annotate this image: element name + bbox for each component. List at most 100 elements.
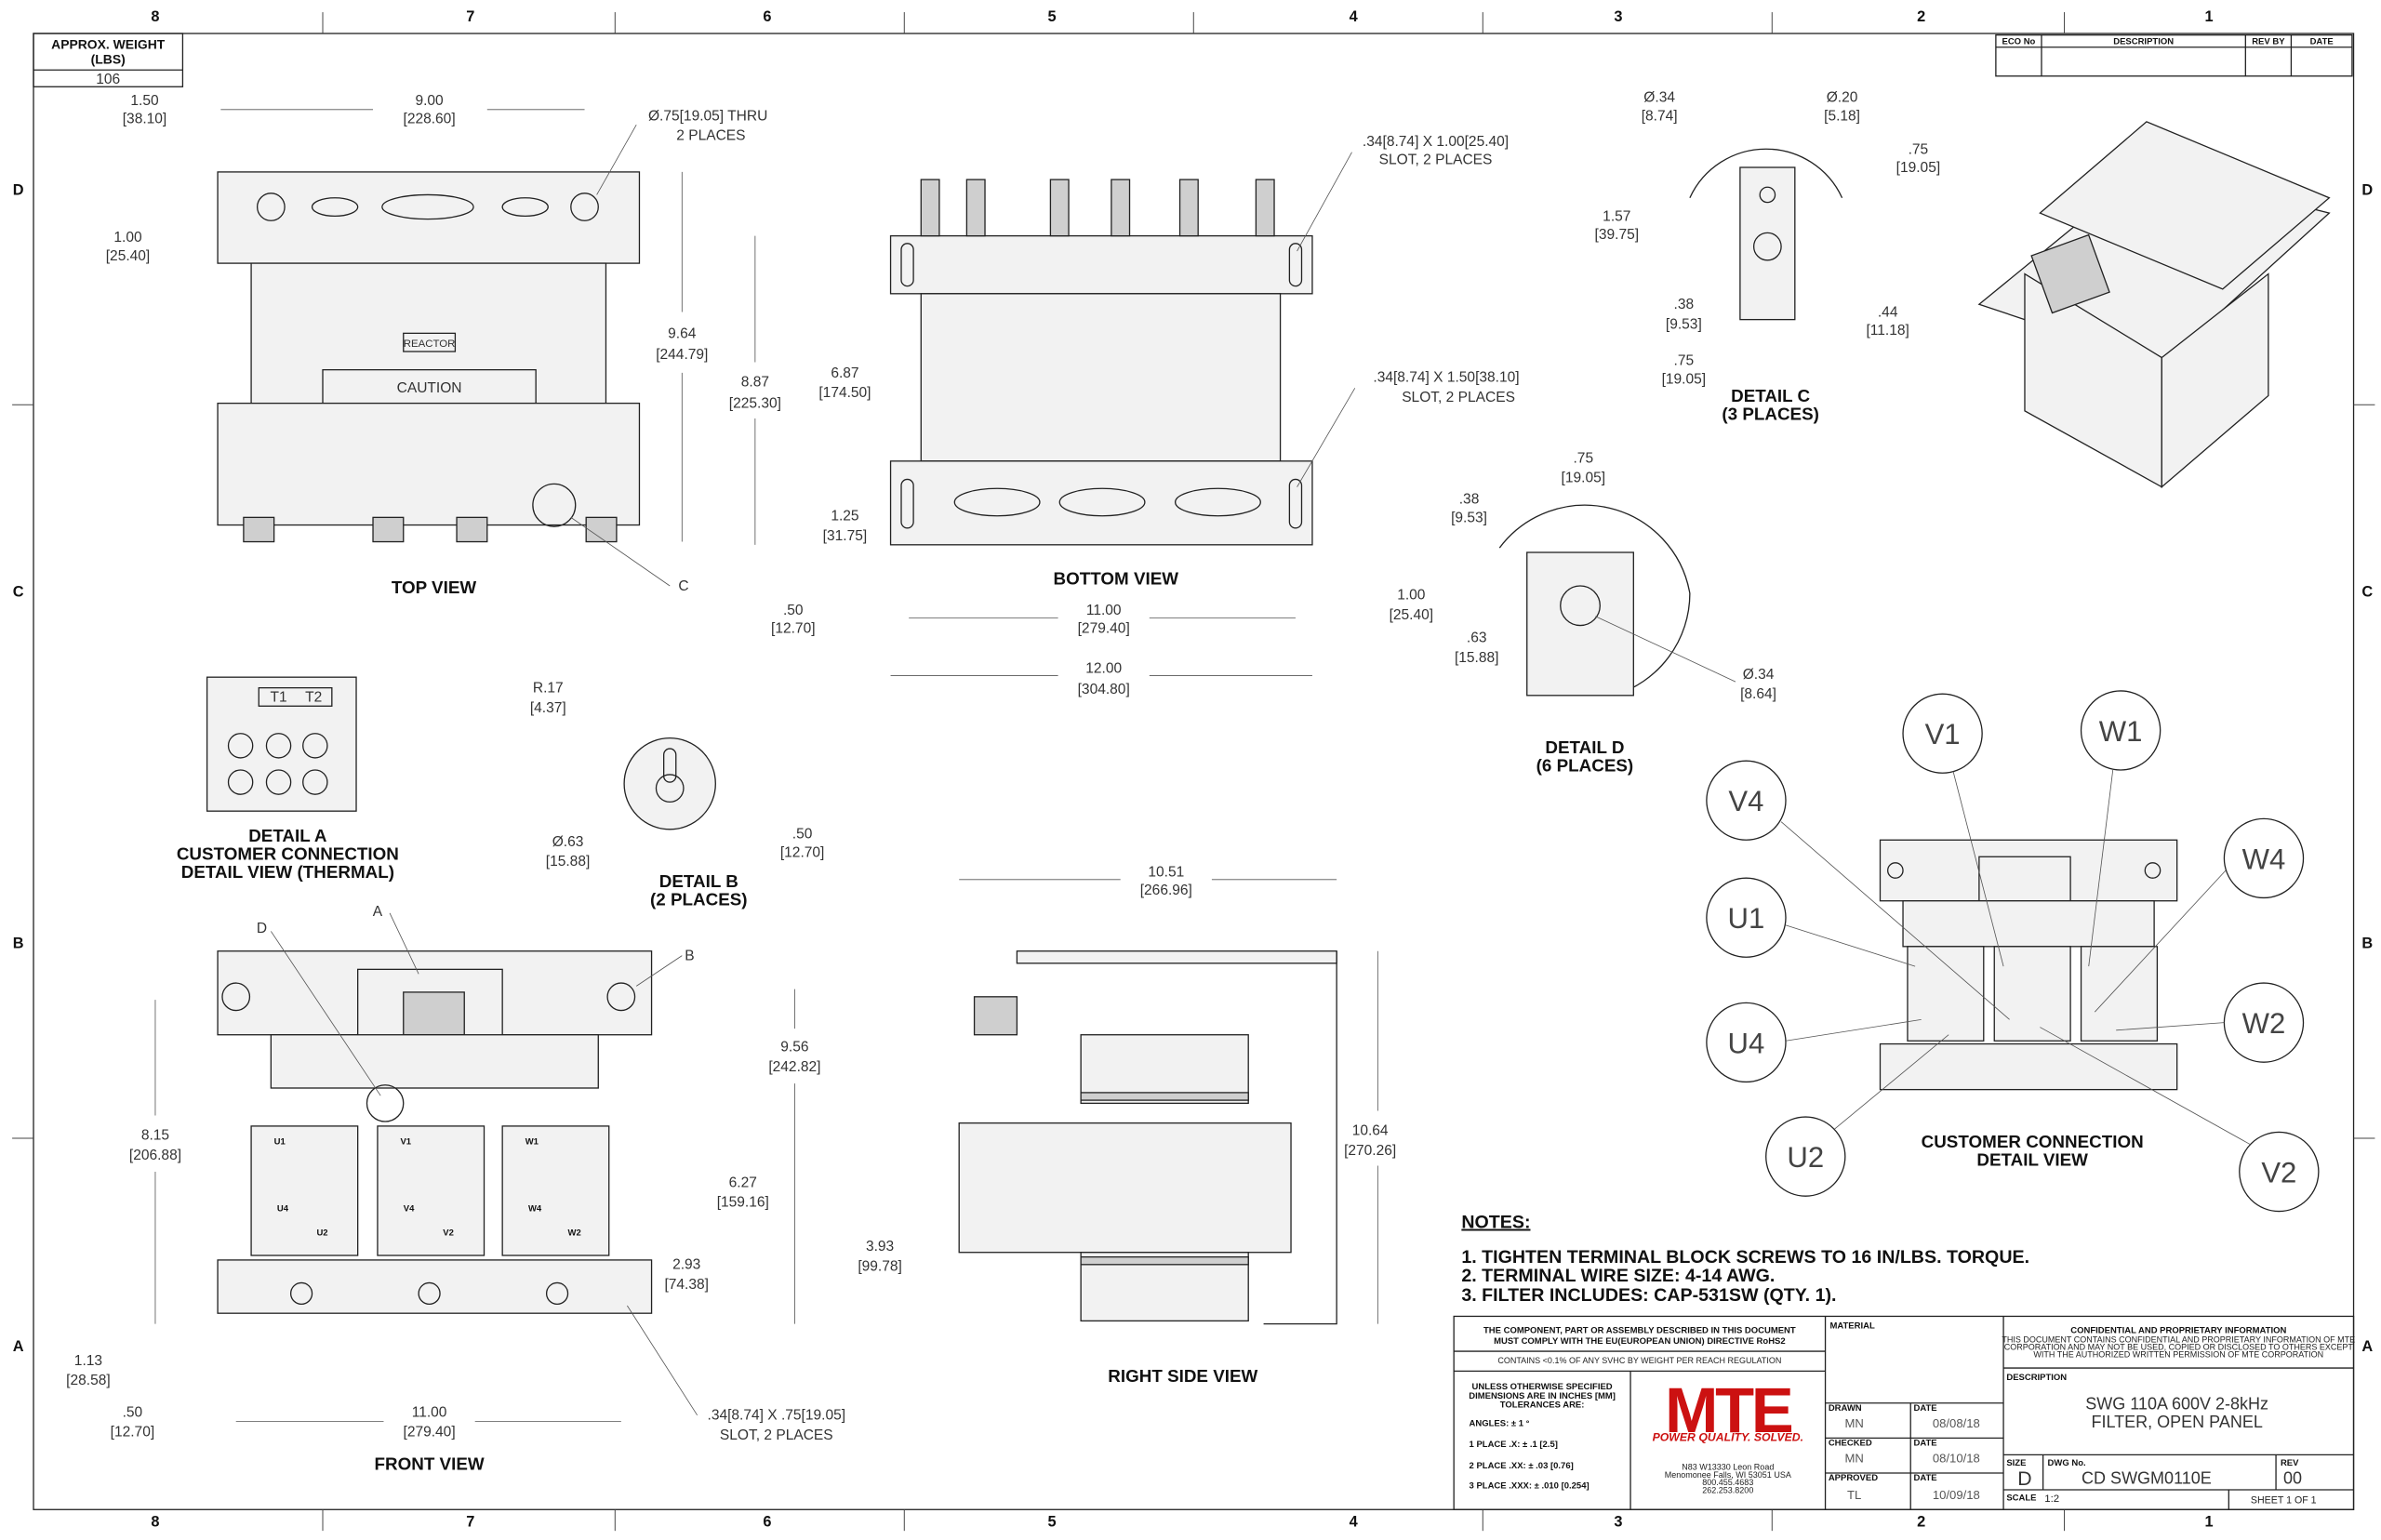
revision_table-headers-3: DATE bbox=[2310, 36, 2334, 46]
title_block-tol1: UNLESS OTHERWISE SPECIFIED bbox=[1472, 1382, 1613, 1392]
dims-d7-1: [31.75] bbox=[823, 528, 868, 544]
title_block-tol3: TOLERANCES ARE: bbox=[1500, 1401, 1585, 1411]
drawing-line bbox=[372, 516, 405, 543]
drawing-line bbox=[1887, 862, 1904, 879]
zones-cols-7: 1 bbox=[2204, 8, 2213, 25]
views-front-terminals-0: U1 bbox=[274, 1137, 286, 1148]
drawing-line bbox=[545, 1281, 569, 1306]
dims-f6-1: [12.70] bbox=[111, 1425, 155, 1440]
title_block-rev: 00 bbox=[2283, 1468, 2302, 1487]
views-top-callout_c: C bbox=[678, 578, 688, 594]
dims-s1-1: [266.96] bbox=[1140, 883, 1192, 898]
drawing-line bbox=[1297, 388, 1356, 487]
title_block-place1: 1 PLACE .X: ± .1 [2.5] bbox=[1470, 1440, 1558, 1450]
right-side-view: 10.51[266.96] 10.64[270.26] 3.93[99.78] … bbox=[858, 865, 1396, 1386]
views-detail_a-t1: T1 bbox=[270, 689, 286, 705]
title_block-scale: 1:2 bbox=[2044, 1494, 2059, 1505]
zones-cols-5: 3 bbox=[1614, 8, 1622, 25]
drawing-line bbox=[2080, 690, 2162, 771]
views-top-reactor: REACTOR bbox=[404, 339, 456, 350]
title_block-material_label: MATERIAL bbox=[1829, 1321, 1875, 1332]
zones-rows-1: C bbox=[2361, 583, 2373, 600]
customer-connection-view: V1 W1 V4 W4 U1 W2 U4 U2 V2 CUSTOMER CONN… bbox=[1706, 690, 2320, 1213]
dims-d3-1: [25.40] bbox=[106, 248, 151, 264]
views-bottom-slot2a: .34[8.74] X 1.50[38.10] bbox=[1373, 370, 1519, 386]
drawing-line bbox=[570, 517, 671, 587]
dims-e4-1: [15.88] bbox=[1455, 650, 1499, 666]
views-customer-bubbles-2: V4 bbox=[1728, 785, 1763, 817]
dims-f7-0: 11.00 bbox=[412, 1404, 447, 1420]
drawing-line bbox=[1560, 585, 1601, 627]
views-top-caution: CAUTION bbox=[397, 380, 462, 396]
drawing-line bbox=[1453, 1315, 2355, 1510]
drawing-line bbox=[1780, 768, 2251, 1145]
dims-d7-0: 1.25 bbox=[831, 509, 858, 524]
views-customer-title2: DETAIL VIEW bbox=[1976, 1149, 2088, 1169]
dims-c2-1: [5.18] bbox=[1824, 108, 1860, 124]
views-detail_c-sub: (3 PLACES) bbox=[1722, 405, 1819, 424]
holes-top_thru1: Ø.75[19.05] THRU bbox=[648, 108, 767, 124]
drawing-line bbox=[250, 1125, 359, 1256]
weight-value: 106 bbox=[96, 72, 120, 87]
drawing-line bbox=[2040, 1027, 2251, 1145]
zones-rows-3: A bbox=[13, 1338, 24, 1355]
views-front-terminals-4: V4 bbox=[404, 1204, 415, 1215]
drawing-line bbox=[900, 243, 914, 287]
notes-title: NOTES: bbox=[1461, 1213, 1530, 1233]
drawing-line bbox=[1595, 616, 1736, 683]
title_block-conf-1: CORPORATION AND MAY NOT BE USED, COPIED … bbox=[2004, 1342, 2354, 1351]
drawing-line bbox=[973, 996, 1018, 1036]
drawing-line bbox=[1706, 760, 1787, 841]
drawing-line bbox=[1080, 1034, 1249, 1105]
dims-c4-0: 1.57 bbox=[1603, 208, 1630, 224]
zones-cols-5: 3 bbox=[1614, 1513, 1622, 1530]
drawing-line bbox=[1993, 946, 2071, 1042]
dims-e2-0: .38 bbox=[1459, 492, 1480, 508]
drawing-line bbox=[1263, 950, 1337, 1325]
dims-c6-0: .44 bbox=[1878, 304, 1898, 320]
drawing-line bbox=[1879, 839, 2178, 902]
drawing-line bbox=[302, 733, 328, 759]
drawing-line bbox=[1752, 232, 1782, 261]
dims-f4-1: [74.38] bbox=[664, 1277, 709, 1293]
dims-c5-0: .38 bbox=[1674, 297, 1695, 312]
views-customer-bubbles-1: W1 bbox=[2099, 715, 2143, 748]
detail-d: .75[19.05] .38[9.53] 1.00[25.40] .63[15.… bbox=[1390, 450, 1776, 775]
drawing-line bbox=[623, 737, 716, 830]
mte-logo: MTE bbox=[1665, 1374, 1792, 1446]
dims-s1-0: 10.51 bbox=[1148, 865, 1184, 881]
zones-rows-1: C bbox=[13, 583, 24, 600]
drawing-line bbox=[2239, 1131, 2320, 1213]
title_block-reach: CONTAINS <0.1% OF ANY SVHC BY WEIGHT PER… bbox=[1497, 1356, 1781, 1365]
revision_table-headers-1: DESCRIPTION bbox=[2113, 36, 2174, 46]
title_block-date_label: DATE bbox=[1913, 1439, 1936, 1449]
dims-d6-1: [174.50] bbox=[818, 385, 871, 401]
title_block-checked: MN bbox=[1844, 1452, 1863, 1466]
detail-b: R.17[4.37] Ø.63[15.88] .50[12.70] DETAIL… bbox=[530, 681, 825, 909]
dims-f4-0: 2.93 bbox=[672, 1257, 700, 1273]
dims-e1-1: [19.05] bbox=[1562, 471, 1606, 486]
drawing-line bbox=[403, 332, 457, 352]
zones-cols-4: 4 bbox=[1350, 8, 1359, 25]
views-front-callout_d: D bbox=[257, 921, 267, 936]
drawing-line bbox=[1297, 152, 1352, 252]
dims-f1-1: [242.82] bbox=[768, 1059, 820, 1075]
dims-d1-0: 1.50 bbox=[130, 93, 159, 109]
title_block-approved_label: APPROVED bbox=[1829, 1473, 1878, 1483]
dims-f5-0: 1.13 bbox=[74, 1353, 102, 1369]
drawing-line bbox=[1706, 1002, 1787, 1083]
drawing-line bbox=[1288, 243, 1303, 287]
dims-b3-0: .50 bbox=[792, 827, 813, 843]
views-bottom-slot1b: SLOT, 2 PLACES bbox=[1379, 153, 1493, 168]
views-front-slota: .34[8.74] X .75[19.05] bbox=[708, 1408, 846, 1424]
drawing-line bbox=[965, 179, 986, 237]
dims-d8-0: .50 bbox=[783, 603, 804, 618]
dims-b1-0: R.17 bbox=[533, 681, 564, 697]
drawing-line bbox=[1902, 693, 1983, 774]
zones-cols-6: 2 bbox=[1917, 8, 1925, 25]
title_block-rohs1: THE COMPONENT, PART OR ASSEMBLY DESCRIBE… bbox=[1483, 1325, 1796, 1335]
zones-cols-0: 8 bbox=[151, 1513, 159, 1530]
views-customer-bubbles-7: U2 bbox=[1787, 1141, 1824, 1174]
